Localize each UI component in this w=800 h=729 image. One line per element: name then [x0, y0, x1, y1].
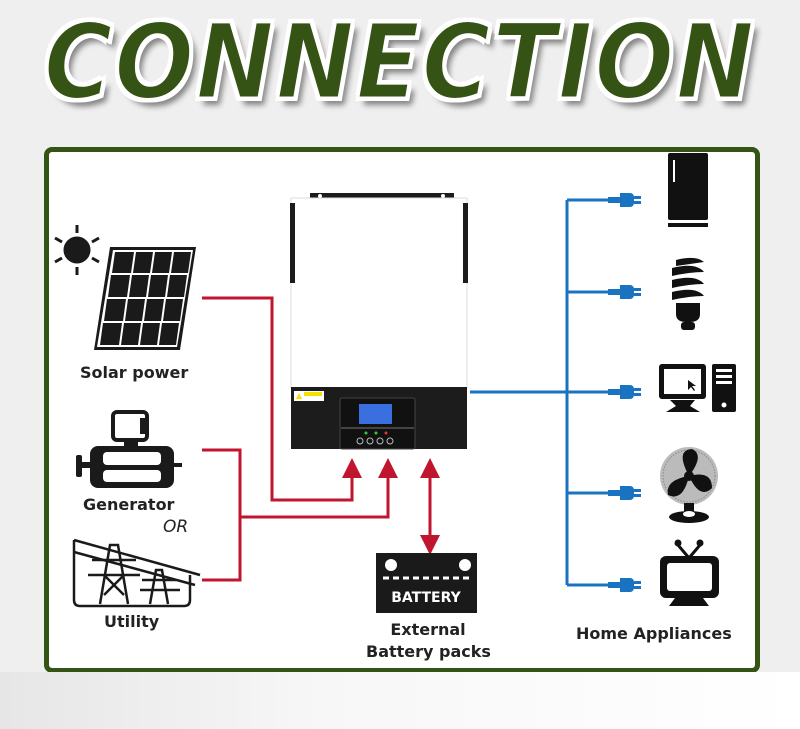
- arrowheads: [342, 458, 440, 555]
- inverter-icon: [290, 193, 468, 450]
- tv-icon: [660, 539, 719, 606]
- battery-caption-line1: External: [390, 620, 466, 639]
- page-title: CONNECTION: [43, 1, 757, 124]
- solar-arrow: [342, 458, 362, 478]
- plug-icon: [608, 285, 641, 299]
- plug-icon: [608, 578, 641, 592]
- generator-label: Generator: [83, 495, 175, 514]
- fan-icon: [660, 447, 718, 523]
- battery-arrow-up: [420, 458, 440, 478]
- solar-line: [202, 296, 354, 502]
- battery-caption-line2: Battery packs: [366, 642, 491, 661]
- generator-icon: [76, 410, 182, 488]
- utility-label: Utility: [104, 612, 160, 631]
- input-wiring: [202, 296, 432, 582]
- plug-icon: [608, 385, 641, 399]
- sun-icon: [54, 225, 100, 275]
- or-label: OR: [163, 517, 189, 537]
- utility-line: [240, 475, 390, 519]
- plug-icon: [608, 486, 641, 500]
- solar-label: Solar power: [80, 363, 189, 382]
- plug-icons: [608, 193, 641, 592]
- battery-arrow-down: [420, 535, 440, 555]
- output-wiring: [470, 198, 610, 587]
- plug-icon: [608, 193, 641, 207]
- bottom-banner: [0, 672, 800, 729]
- solar-panel-icon: [94, 247, 196, 350]
- grid-arrow: [378, 458, 398, 478]
- computer-icon: [659, 364, 736, 412]
- power-tower-icon: [72, 538, 201, 608]
- refrigerator-icon: [668, 153, 708, 227]
- home-appliances-label: Home Appliances: [576, 624, 732, 643]
- lightbulb-icon: [672, 257, 704, 330]
- battery-label: BATTERY: [391, 590, 461, 606]
- generator-line: [202, 448, 242, 582]
- battery-icon: [376, 553, 477, 613]
